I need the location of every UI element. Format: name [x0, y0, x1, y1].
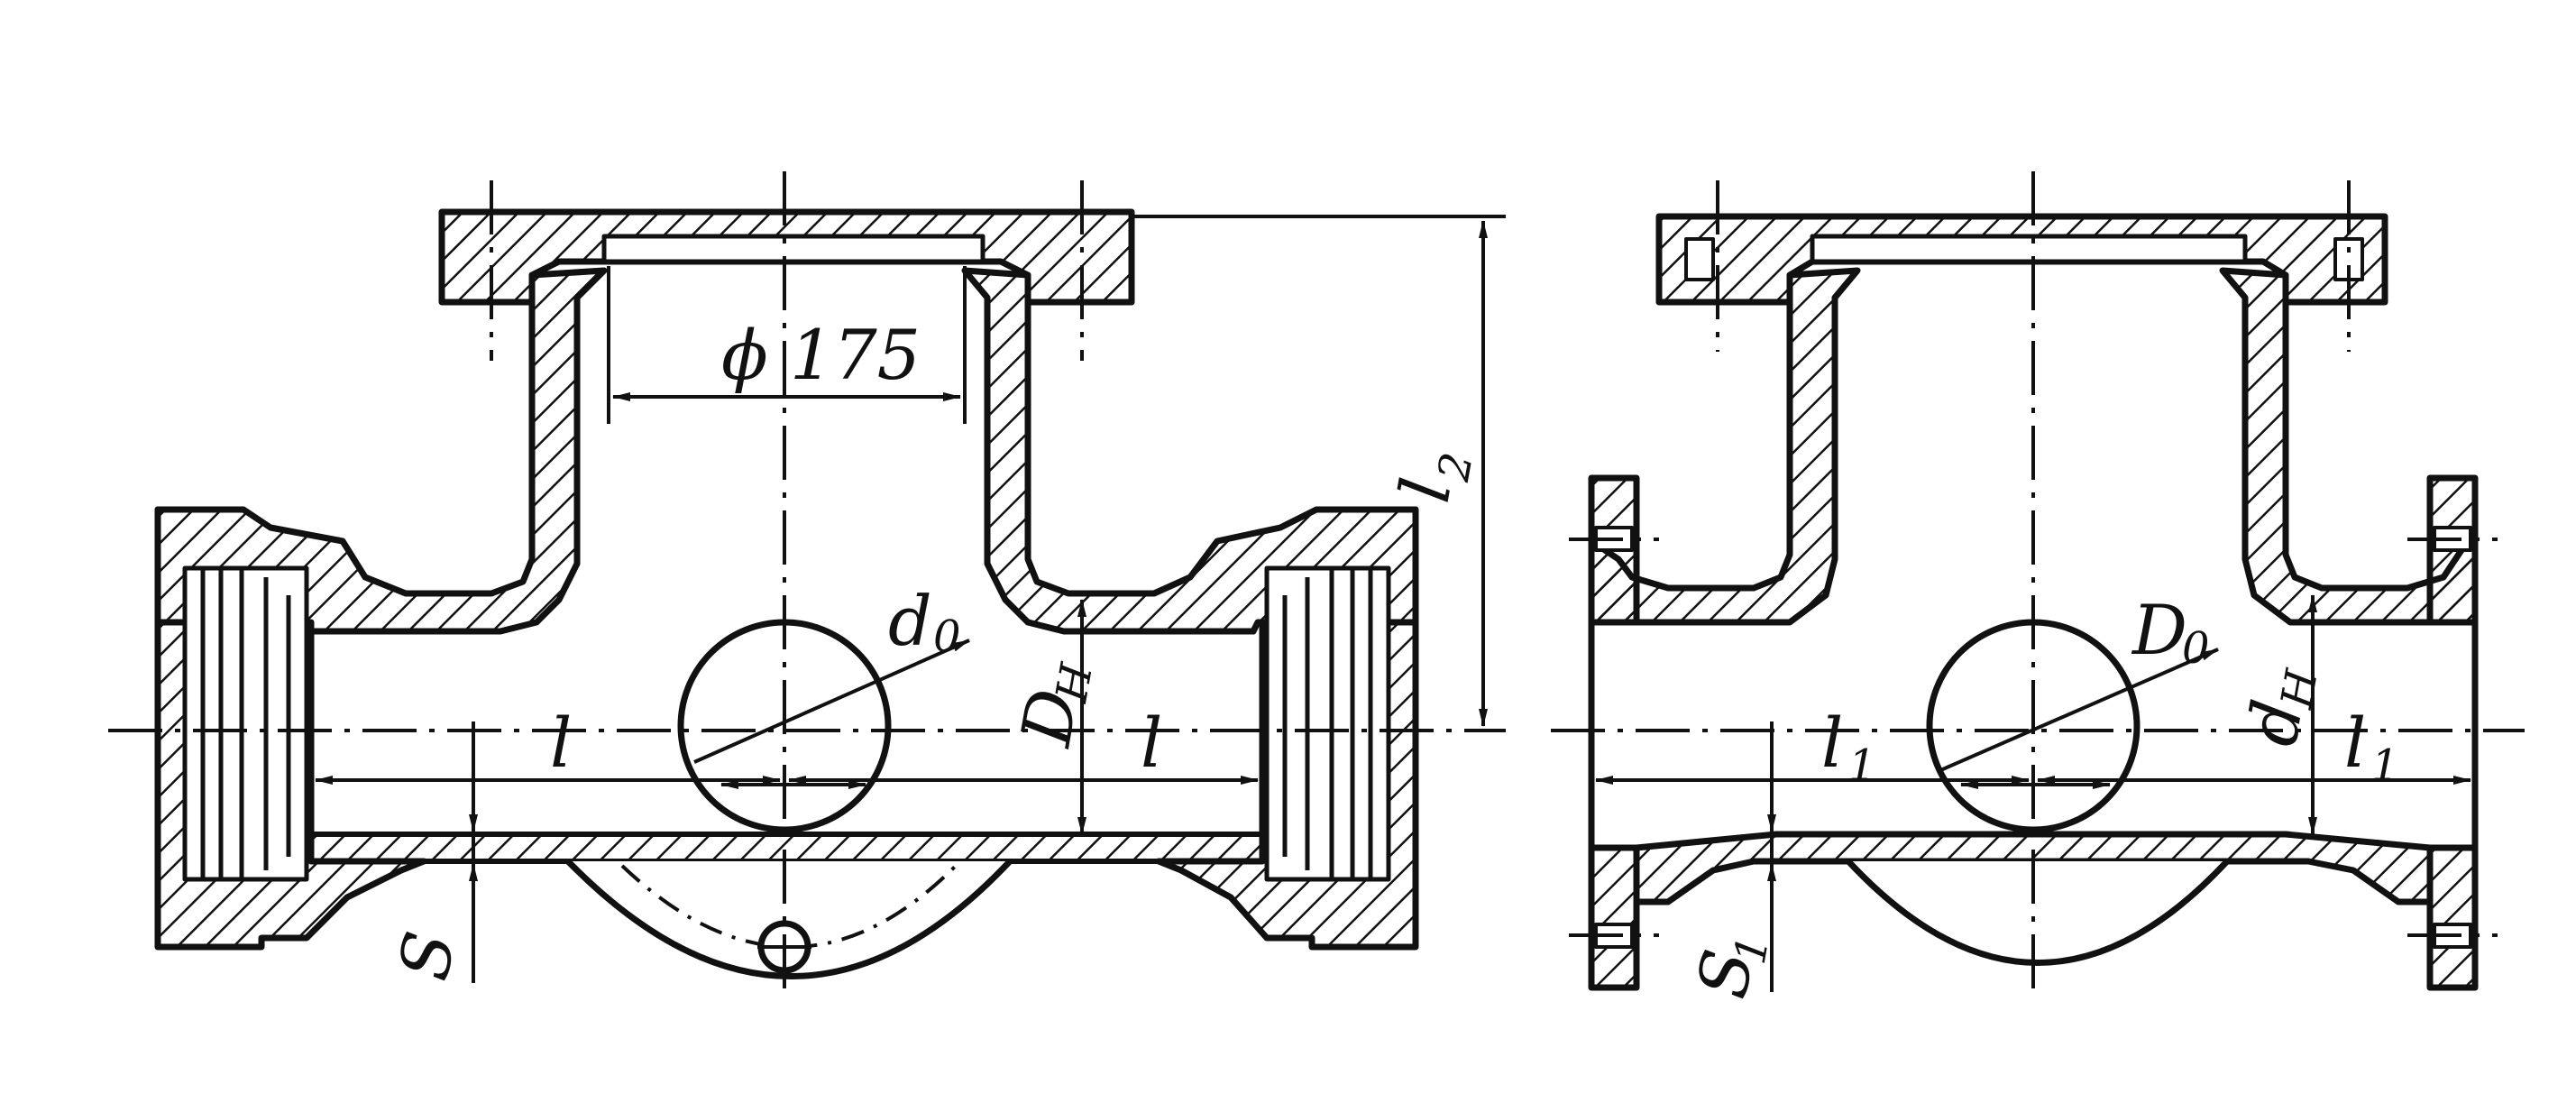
right-dimensions: [1595, 594, 2471, 992]
D0-leader: [1938, 648, 2219, 773]
right-labels: l 1 l 1 d Н D 0 S 1: [1682, 590, 2399, 1004]
left-centrelines: [108, 171, 1506, 1001]
svg-text:D: D: [2131, 590, 2187, 670]
bore-dimension-label: ϕ 175: [721, 315, 921, 395]
svg-text:l: l: [2344, 703, 2366, 783]
left-bottom-wall: [308, 832, 1265, 864]
dh-label: D Н: [1005, 659, 1103, 754]
left-socket-threads: [182, 565, 309, 882]
d0-label: d 0: [888, 581, 961, 662]
svg-text:2: 2: [1428, 449, 1483, 486]
right-centrelines: [1551, 171, 2525, 1001]
svg-text:d: d: [888, 581, 932, 661]
l1-left-label: l 1: [1821, 703, 1876, 791]
left-boss-dash: [620, 864, 958, 949]
l1-right-label: l 1: [2344, 703, 2399, 791]
svg-text:l: l: [1821, 703, 1843, 783]
svg-text:1: 1: [1848, 740, 1876, 791]
d0-leader: [693, 639, 970, 764]
left-view-socket-tee: [154, 208, 1419, 979]
svg-text:S: S: [383, 925, 471, 986]
right-socket-threads: [1264, 565, 1391, 882]
right-boss: [1846, 859, 2230, 966]
length-l-right-label: l: [1141, 703, 1162, 783]
left-boss: [565, 859, 1013, 979]
right-bottom-wall: [1633, 831, 2434, 905]
left-flange-bore: [601, 234, 985, 264]
s-label: S: [383, 925, 471, 986]
right-flange-bore: [1810, 234, 2248, 264]
svg-text:1: 1: [2371, 740, 2399, 791]
left-dimensions: [315, 215, 1506, 983]
length-l-left-label: l: [550, 703, 572, 783]
s1-label: S 1: [1682, 932, 1779, 1004]
D0-label: D 0: [2131, 590, 2210, 674]
svg-text:0: 0: [2182, 623, 2210, 674]
left-labels: ϕ 175 l l l 2 D Н d 0 S: [383, 315, 1483, 986]
l2-label: l 2: [1384, 449, 1483, 508]
svg-text:0: 0: [933, 611, 961, 662]
